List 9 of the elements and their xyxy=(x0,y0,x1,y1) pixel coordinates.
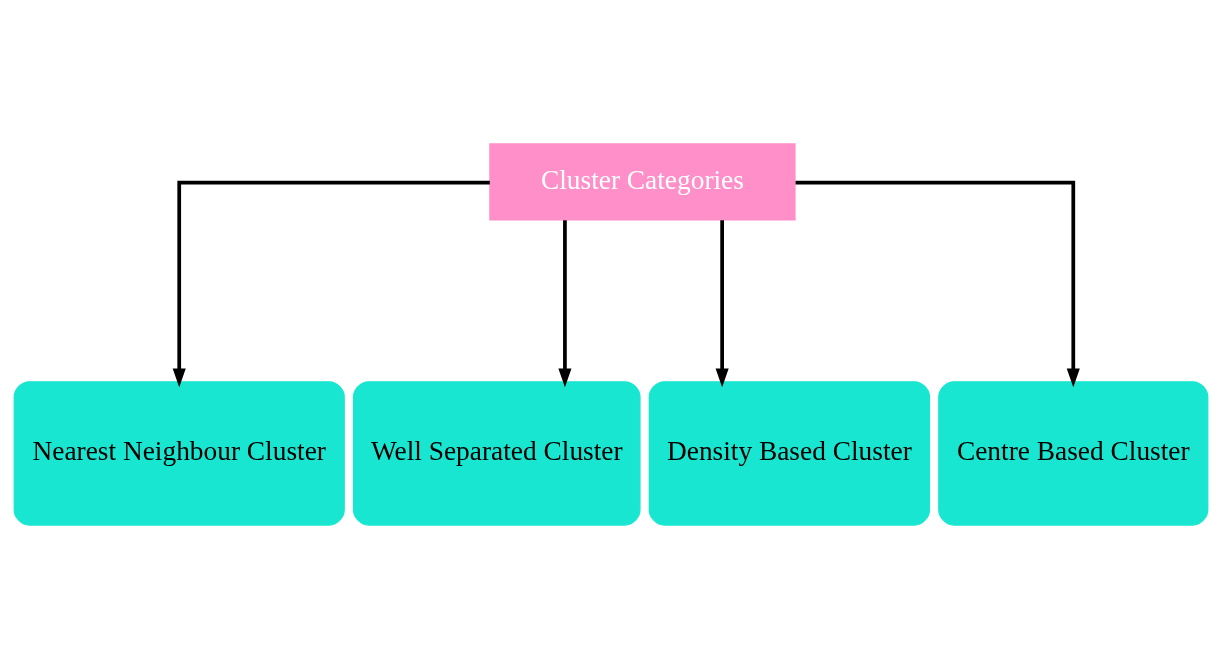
arrow xyxy=(715,219,729,387)
node-box: Cluster Categories xyxy=(489,142,796,221)
node-box: Nearest Neighbour Cluster xyxy=(13,380,345,526)
node-box: Centre Based Cluster xyxy=(938,380,1209,526)
node-box: Density Based Cluster xyxy=(648,380,931,526)
arrow xyxy=(795,180,1080,387)
arrow xyxy=(558,219,572,387)
node-box: Well Separated Cluster xyxy=(352,380,641,526)
arrow xyxy=(172,180,490,387)
